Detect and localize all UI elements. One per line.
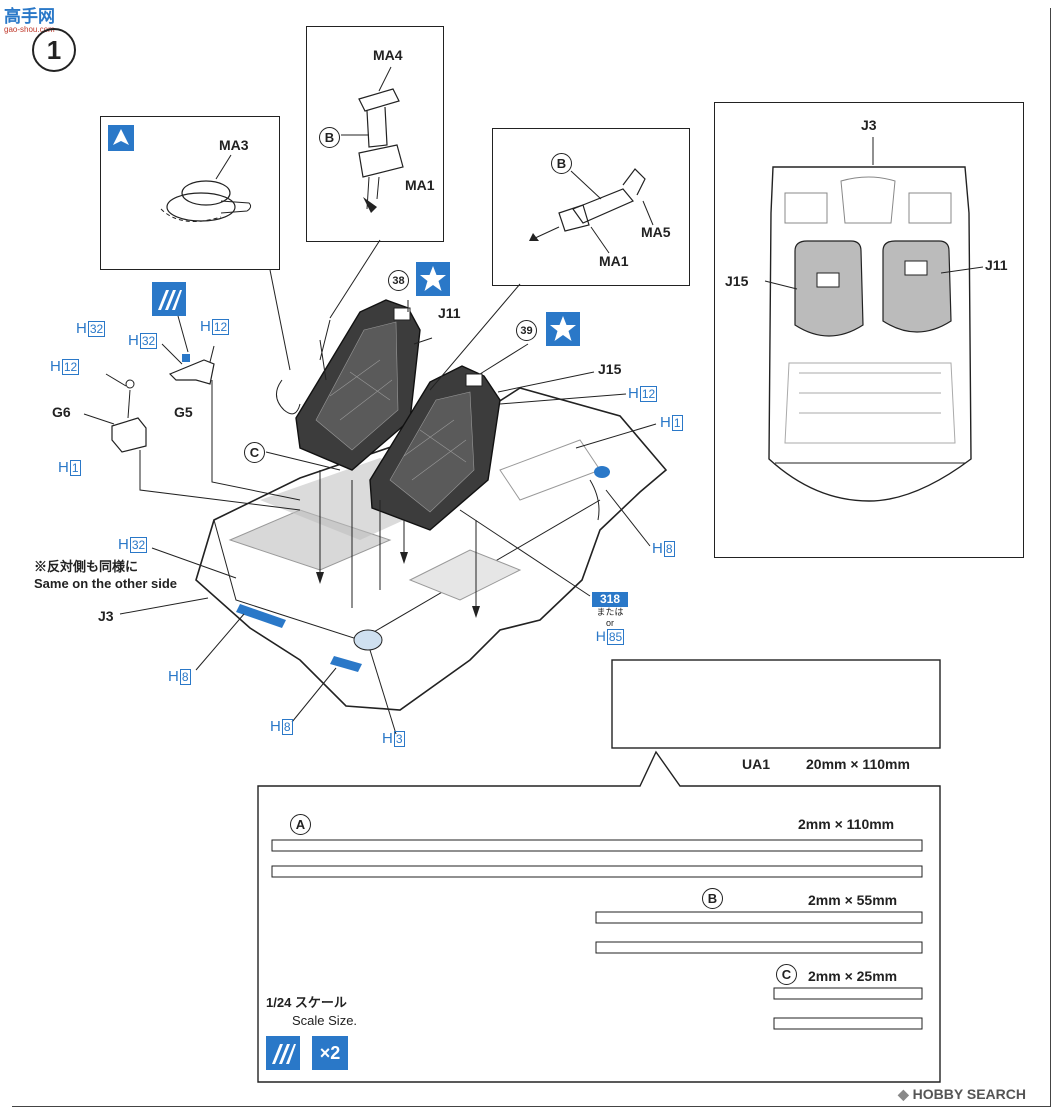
step-number: 1 — [32, 28, 76, 72]
watermark-logo-icon: ◆ — [898, 1086, 913, 1102]
watermark-title: 高手网 — [4, 7, 55, 26]
j3-label: J3 — [98, 608, 114, 624]
strip-a-size: 2mm × 110mm — [798, 816, 895, 832]
ma5-inset-box: B MA5 MA1 — [492, 128, 690, 286]
b-callout-ma4: B — [319, 127, 340, 148]
strip-b-size: 2mm × 55mm — [808, 892, 898, 908]
paint-318-code: 318 — [592, 592, 628, 607]
ma3-inset-box: MA3 — [100, 116, 280, 270]
watermark-subtitle: gao-shou.com — [4, 25, 55, 34]
part-39-callout: 39 — [516, 320, 537, 341]
decal-size: 20mm × 110mm — [806, 756, 910, 772]
strip-a-callout: A — [290, 814, 311, 835]
j11-top-label: J11 — [985, 257, 1008, 273]
g6-label: G6 — [52, 404, 71, 420]
scale-jp: 1/24 スケール — [266, 995, 347, 1010]
top-view-drawing — [764, 137, 984, 502]
ma4-inset-box: MA4 B MA1 — [306, 26, 444, 242]
b-callout-ma5: B — [551, 153, 572, 174]
paint-stripe-icon — [266, 1036, 300, 1070]
g5-label: G5 — [174, 404, 193, 420]
part-38-callout: 38 — [388, 270, 409, 291]
site-watermark: 高手网 gao-shou.com — [4, 2, 55, 34]
star-icon — [546, 312, 580, 346]
j15-label: J15 — [598, 361, 622, 377]
ma4-label: MA4 — [373, 47, 403, 63]
ma5-label: MA5 — [641, 224, 671, 240]
ma4-part-drawing — [341, 66, 404, 213]
ma5-part-drawing — [529, 168, 654, 254]
ma3-part-drawing — [160, 154, 252, 222]
other-side-jp: ※反対側も同様に — [34, 559, 139, 574]
paint-318-or-en: or — [605, 618, 614, 628]
top-view-box: J3 J15 J11 — [714, 102, 1024, 558]
j15-top-label: J15 — [725, 273, 749, 289]
other-side-en: Same on the other side — [34, 576, 178, 591]
strip-c-size: 2mm × 25mm — [808, 968, 898, 984]
times-two-badge: ×2 — [312, 1036, 348, 1070]
paint-318-or-jp: または — [596, 607, 624, 617]
strip-b-callout: B — [702, 888, 723, 909]
ma3-label: MA3 — [219, 137, 249, 153]
scale-en: Scale Size. — [292, 1013, 358, 1028]
scale-note: 1/24 スケール Scale Size. — [266, 994, 357, 1030]
hobby-search-watermark: ◆ HOBBY SEARCH — [898, 1086, 1026, 1102]
ma1-label-left: MA1 — [405, 177, 435, 193]
paint-stripe-icon — [152, 282, 186, 316]
paint-swatch-icon — [108, 125, 134, 151]
star-icon — [416, 262, 450, 296]
page-frame — [12, 8, 1051, 1107]
ma1-label-right: MA1 — [599, 253, 629, 269]
strip-c-callout: C — [776, 964, 797, 985]
j3-top-label: J3 — [861, 117, 877, 133]
other-side-note: ※反対側も同様に Same on the other side — [34, 558, 177, 592]
decal-name: UA1 — [742, 756, 771, 772]
j11-label: J11 — [438, 305, 461, 321]
c-callout-main: C — [244, 442, 265, 463]
